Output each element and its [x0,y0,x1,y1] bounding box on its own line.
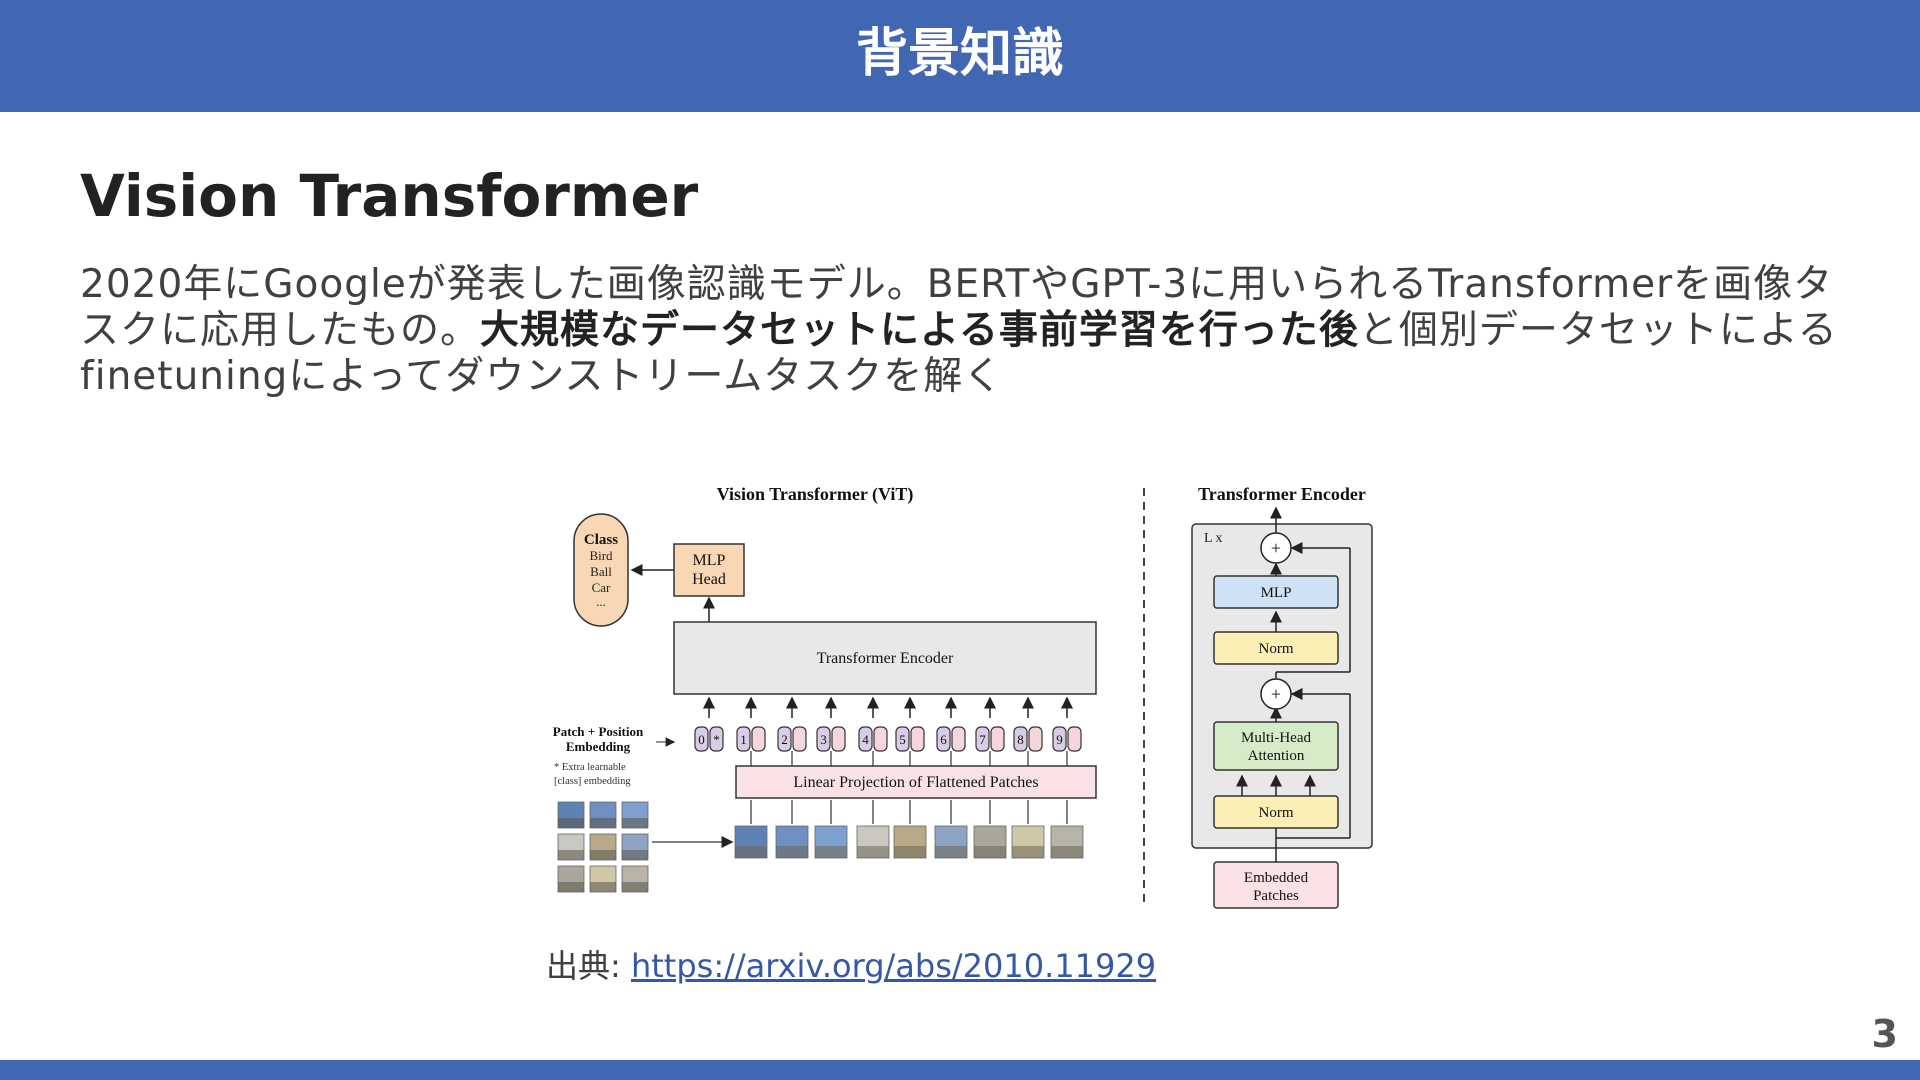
embedded-patches-label: Embedded [1244,870,1309,886]
position-token-label: 8 [1017,732,1024,747]
position-token-label: 4 [862,732,869,747]
mlp-head-label: Head [692,571,726,588]
patch-token [831,726,846,752]
token-row: 0 * 1 2 3 4 5 6 7 8 9 [694,726,1082,766]
position-token [736,726,751,752]
patch-token [873,726,888,752]
patch-token [910,726,925,752]
class-token [709,726,724,752]
page-number: 3 [1871,1012,1898,1056]
linear-projection-label: Linear Projection of Flattened Patches [793,774,1038,791]
patch-token [751,726,766,752]
vit-title: Vision Transformer (ViT) [717,484,914,505]
position-token-label: 3 [820,732,827,747]
position-token [777,726,792,752]
position-token [1013,726,1028,752]
attention-label: Multi-Head [1241,730,1311,746]
mlp-head-label: MLP [693,552,726,569]
position-token [975,726,990,752]
body-text-part-1: 2020年にGoogleが発表した画像認識モデル。BERTやGPT-3に用いられ… [80,262,1834,353]
slide-title: Vision Transformer [80,162,699,230]
vit-architecture-figure: Vision Transformer (ViT) Class Bird Ball… [540,478,1380,914]
repeat-label: L x [1204,531,1223,546]
header-title: 背景知識 [855,24,1064,84]
encoder-label: Transformer Encoder [817,650,954,667]
embedded-patches-label: Patches [1253,888,1299,904]
norm-bottom-label: Norm [1259,805,1294,821]
position-token-label: 2 [781,732,788,747]
input-image-grid [557,801,649,893]
encoder-panel-title: Transformer Encoder [1198,484,1366,504]
class-token-marker: * [713,732,720,747]
class-item: Bird [589,548,613,563]
class-box-title: Class [584,532,618,548]
position-token-label: 9 [1056,732,1063,747]
patch-sequence [734,800,1084,859]
patch-token [951,726,966,752]
patch-token [1067,726,1082,752]
patch-embedding-label: Embedding [566,739,631,754]
add-node-upper-label: + [1271,538,1281,558]
norm-top-label: Norm [1259,641,1294,657]
class-item: Car [592,580,611,595]
position-token [1052,726,1067,752]
body-paragraph: 2020年にGoogleが発表した画像認識モデル。BERTやGPT-3に用いられ… [80,262,1850,400]
position-token-label: 6 [940,732,947,747]
position-token [858,726,873,752]
extra-note: * Extra learnable [554,762,626,773]
position-token [895,726,910,752]
citation: 出典: https://arxiv.org/abs/2010.11929 [546,944,1156,988]
patch-token [792,726,807,752]
encoder-box [673,621,1097,695]
patch-embedding-label: Patch + Position [553,724,644,739]
linear-projection-box [735,765,1097,799]
citation-prefix: 出典: [546,947,631,985]
attention-label: Attention [1248,748,1305,764]
position-token-label: 1 [740,732,747,747]
citation-link[interactable]: https://arxiv.org/abs/2010.11929 [630,947,1157,985]
position-token-label: 7 [979,732,986,747]
class-box [573,513,629,627]
class-item: Ball [590,564,612,579]
add-node-lower-label: + [1271,684,1281,704]
extra-note: [class] embedding [554,776,631,787]
footer-bar [0,1060,1920,1080]
body-text-part-2: と個別データセットによるfinetuningによってダウンストリームタスクを解く [80,308,1838,399]
position-token-label: 0 [698,732,705,747]
patch-token [990,726,1005,752]
mlp-label: MLP [1261,585,1292,601]
position-token [694,726,709,752]
position-token-label: 5 [899,732,906,747]
position-token [936,726,951,752]
body-text-bold: 大規模なデータセットによる事前学習を行った後 [480,308,1359,353]
class-item: ... [596,594,606,609]
position-token [816,726,831,752]
patch-token [1028,726,1043,752]
vit-diagram: Vision Transformer (ViT) Class Bird Ball… [553,484,1373,909]
header-bar: 背景知識 [0,0,1920,112]
